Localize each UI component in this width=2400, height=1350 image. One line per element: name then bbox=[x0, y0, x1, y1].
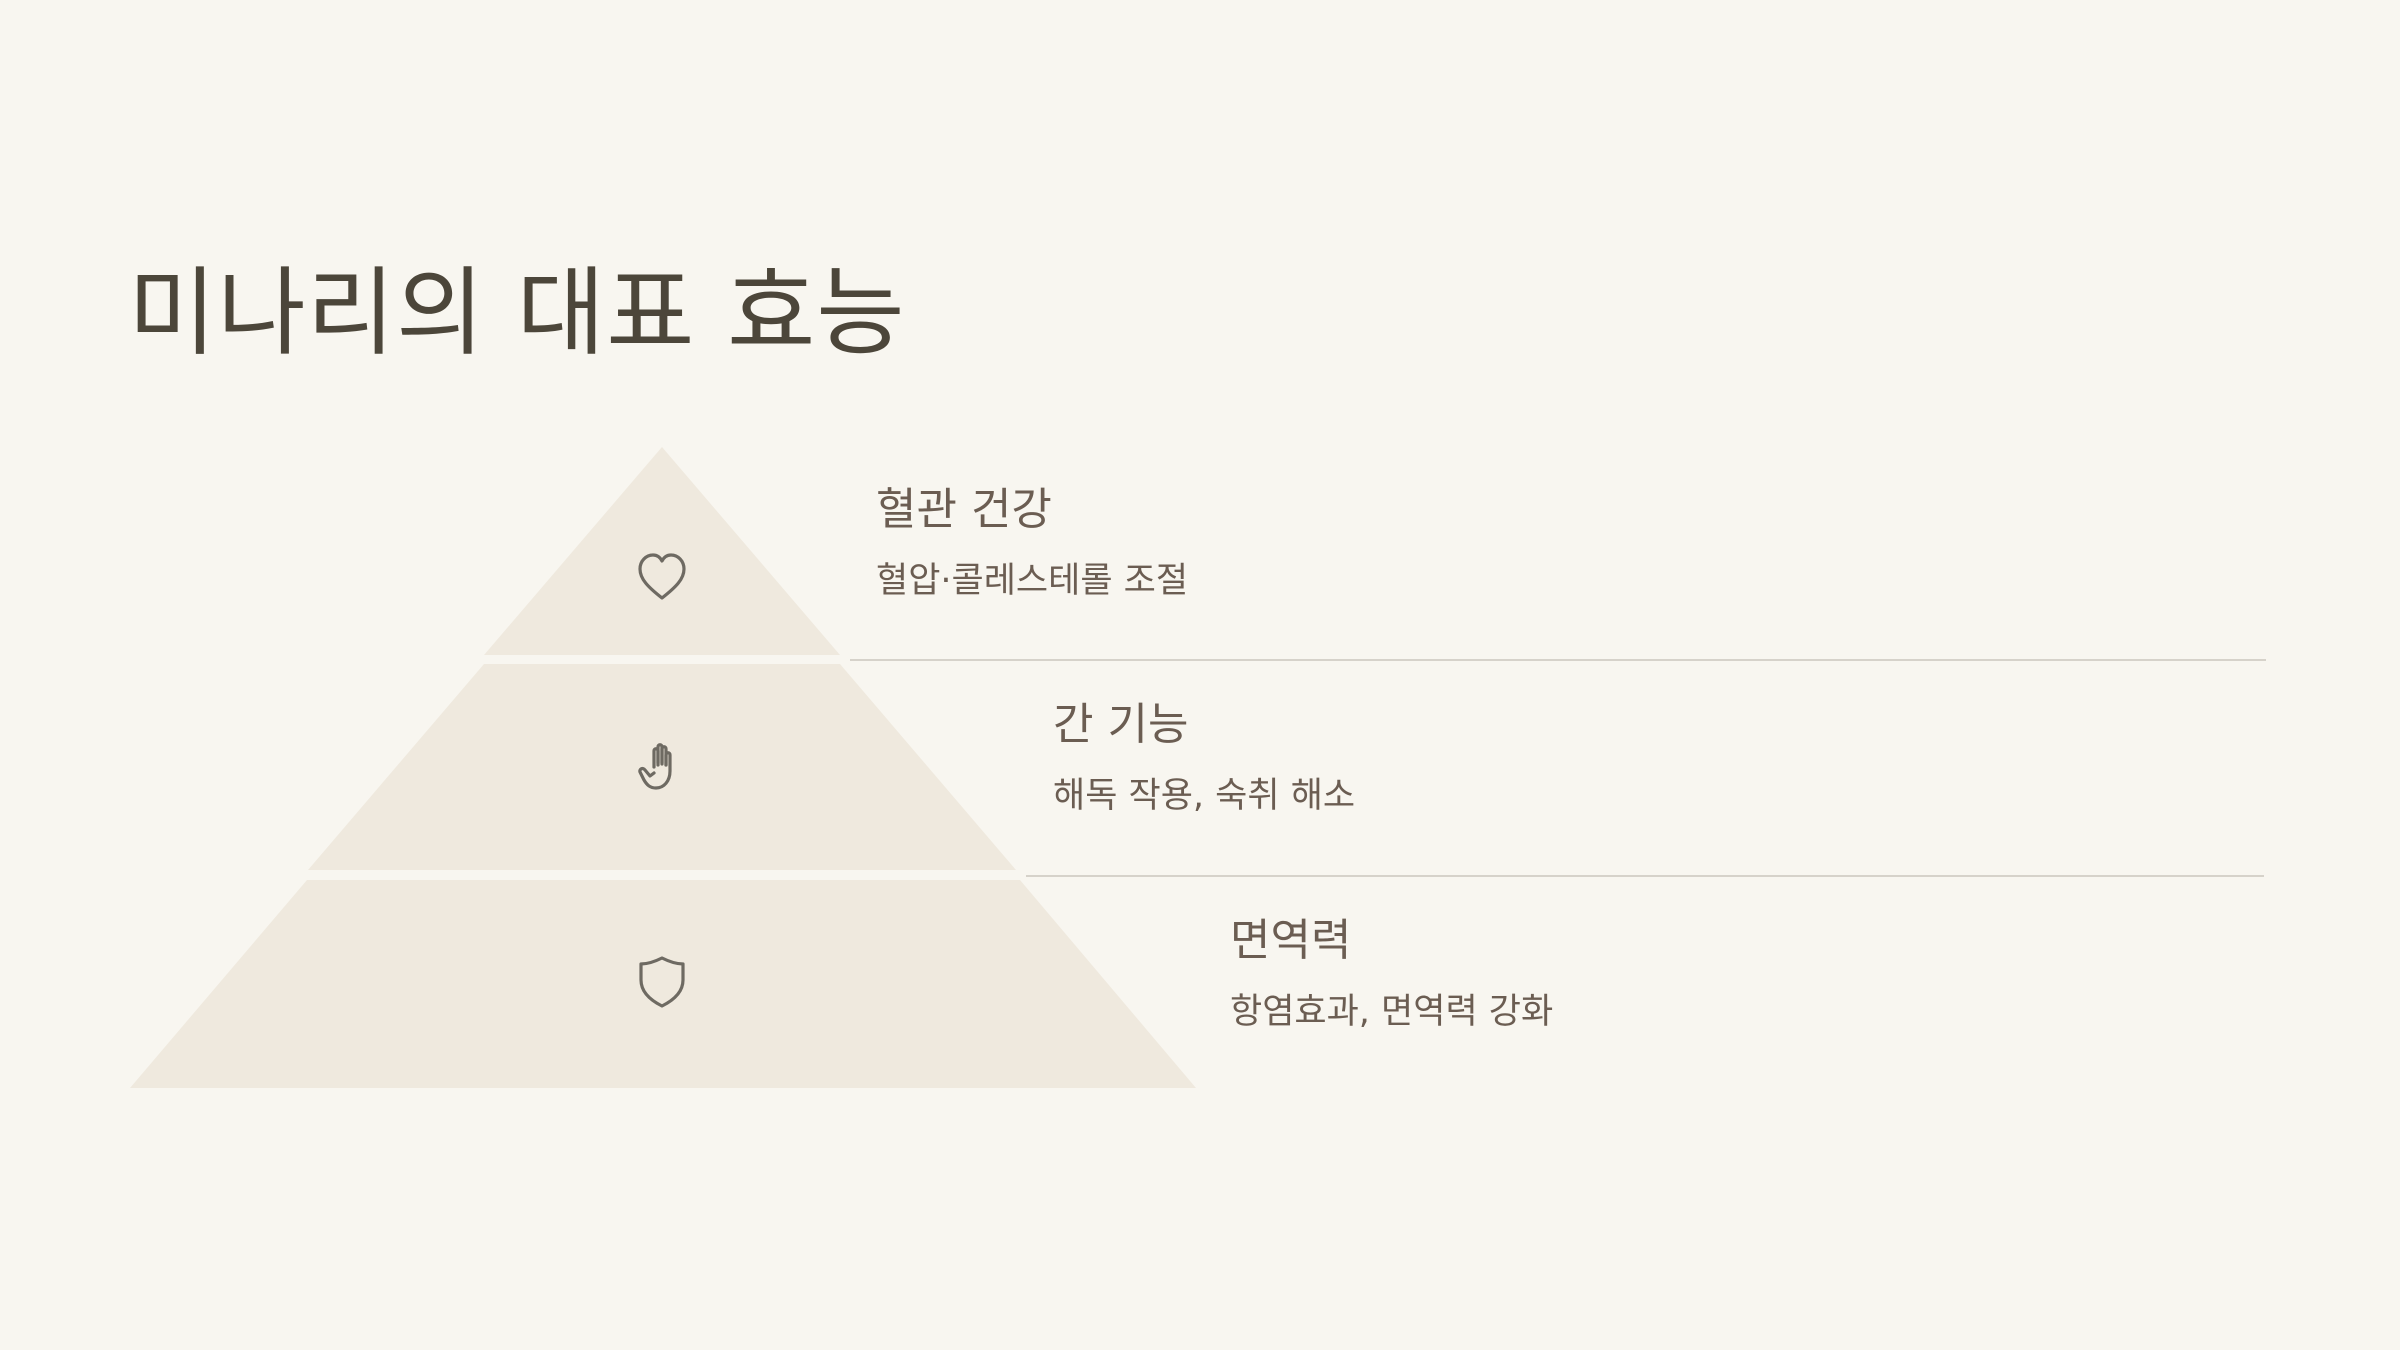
tier-3-text: 면역력 항염효과, 면역력 강화 bbox=[1230, 915, 1553, 1033]
pyramid-tier-2-shape bbox=[308, 664, 1016, 870]
tier-1-text: 혈관 건강 혈압·콜레스테롤 조절 bbox=[876, 484, 1188, 602]
tier-3-title: 면역력 bbox=[1230, 915, 1352, 966]
page-title: 미나리의 대표 효능 bbox=[128, 257, 906, 369]
pyramid-tier-1-shape bbox=[484, 447, 840, 655]
shield-icon bbox=[639, 956, 685, 1008]
hand-icon bbox=[638, 743, 672, 790]
heart-icon bbox=[638, 553, 686, 600]
tier-1-title: 혈관 건강 bbox=[876, 484, 1052, 535]
tier-3-description: 항염효과, 면역력 강화 bbox=[1230, 992, 1554, 1032]
tier-1-description: 혈압·콜레스테롤 조절 bbox=[876, 561, 1189, 601]
pyramid-tier-3-shape bbox=[130, 880, 1196, 1088]
tier-2-text: 간 기능 해독 작용, 숙취 해소 bbox=[1053, 699, 1355, 817]
tier-2-title: 간 기능 bbox=[1053, 699, 1189, 750]
tier-2-description: 해독 작용, 숙취 해소 bbox=[1053, 776, 1356, 816]
